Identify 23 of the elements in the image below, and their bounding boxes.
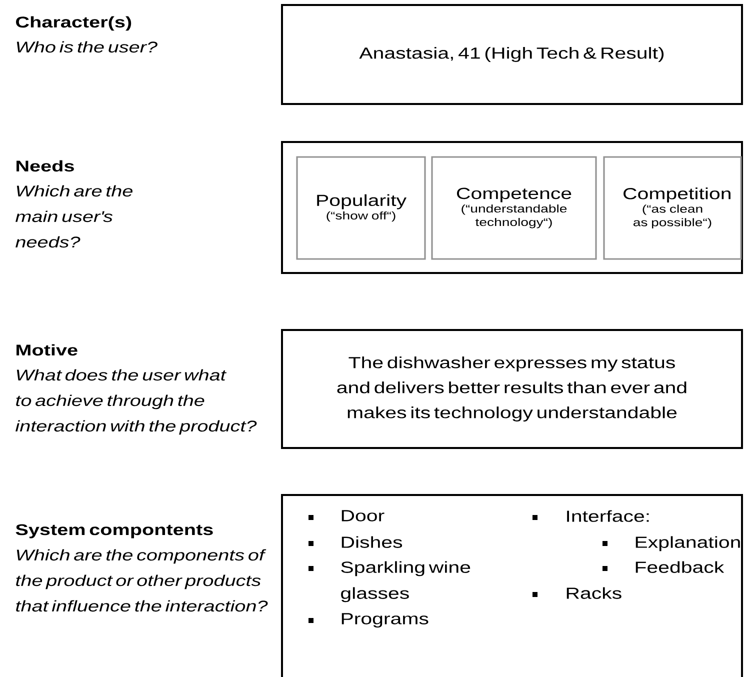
need-box: Popularity (“show off“) xyxy=(296,156,426,260)
bullet-list-item: Programs xyxy=(308,613,428,628)
section-question: What does the user what to achieve through the interaction with the product? xyxy=(16,369,257,435)
bullet-list-item: Explanation xyxy=(602,536,740,552)
components-box xyxy=(281,494,743,677)
bullet-list-item: Sparkling wine glasses xyxy=(308,561,470,602)
motive-box: The dishwasher expresses my status and delivers better results than ever and makes its technology understandable xyxy=(281,329,743,449)
need-box: Competence (“understandable technology“) xyxy=(431,156,597,260)
section-question: Which are the components of the product or other products that influence the interaction? xyxy=(16,549,268,612)
needs-box xyxy=(281,141,743,274)
section-heading: Motive xyxy=(16,344,78,356)
need-box: Competition (“as clean as possible“) xyxy=(603,156,742,260)
bullet-list-item: Feedback xyxy=(602,561,724,573)
bullet-list-item: Interface: xyxy=(532,510,649,522)
character-box: Anastasia, 41 (High Tech & Result) xyxy=(281,4,743,105)
section-heading: Needs xyxy=(16,160,74,172)
bullet-list-item: Dishes xyxy=(308,536,402,548)
bullet-list-item: Racks xyxy=(532,587,622,599)
section-question: Which are the main user's needs? xyxy=(16,185,132,248)
bullet-list-item: Door xyxy=(308,510,384,522)
section-heading: Character(s) xyxy=(16,16,132,31)
section-question: Who is the user? xyxy=(16,41,158,53)
section-heading: System compontents xyxy=(16,524,213,538)
